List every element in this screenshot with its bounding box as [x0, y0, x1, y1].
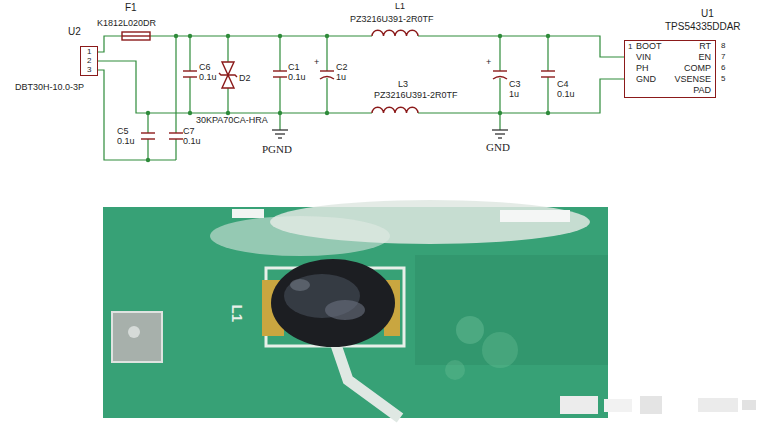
part-ref: L3 — [398, 80, 408, 90]
polarity-mark: + — [486, 58, 491, 68]
pin-number: 6 — [721, 64, 725, 73]
watermark-blur — [560, 396, 756, 414]
pin-name: PH — [636, 64, 649, 74]
part-ref: C5 — [117, 127, 129, 137]
pin-number: 2 — [87, 57, 91, 66]
ground-label: PGND — [262, 143, 292, 155]
part-number: TPS54335DDAR — [665, 21, 741, 32]
pin-number: 5 — [721, 75, 725, 84]
part-ref: F1 — [125, 2, 137, 13]
part-ref: C6 — [199, 63, 211, 73]
value-label: 0.1u — [199, 73, 217, 83]
part-number: DBT30H-10.0-3P — [15, 83, 84, 93]
ic-box: U1TPS54335DDAR1BOOTVINPHGNDRTENCOMPVSENS… — [624, 40, 716, 98]
pin-number: 1 — [87, 48, 91, 57]
ground-symbols — [272, 130, 508, 138]
wires — [98, 36, 624, 160]
part-ref: C3 — [509, 80, 521, 90]
part-number: PZ3216U391-2R0TF — [350, 15, 434, 25]
part-ref: C7 — [183, 127, 195, 137]
value-label: 1u — [336, 73, 346, 83]
polarity-mark: + — [314, 58, 319, 68]
value-label: 0.1u — [117, 137, 135, 147]
part-number: 30KPA70CA-HRA — [196, 116, 268, 126]
part-ref: U1 — [701, 8, 714, 19]
part-number: K1812L020DR — [97, 19, 156, 29]
value-label: 1u — [509, 90, 519, 100]
pin-number: 7 — [721, 53, 725, 62]
pin-name: COMP — [684, 64, 711, 74]
value-label: 0.1u — [288, 73, 306, 83]
junction-dots — [146, 34, 550, 162]
part-ref: D2 — [239, 74, 251, 84]
pin-number: 8 — [721, 42, 725, 51]
component-symbols — [122, 30, 555, 139]
connector-box: U2123DBT30H-10.0-3P — [80, 46, 98, 76]
part-ref: C2 — [336, 63, 348, 73]
pcb-photo — [103, 200, 608, 418]
pin-name: VSENSE — [674, 75, 711, 85]
pin-name: VIN — [636, 53, 651, 63]
pin-name: BOOT — [636, 42, 662, 52]
ground-label: GND — [486, 141, 510, 153]
part-ref: L1 — [395, 2, 405, 12]
part-ref: C4 — [557, 80, 569, 90]
part-number: PZ3216U391-2R0TF — [374, 91, 458, 101]
part-ref: C1 — [288, 63, 300, 73]
pin-name: RT — [699, 42, 711, 52]
value-label: 0.1u — [557, 90, 575, 100]
pin-name: EN — [698, 53, 711, 63]
silkscreen-label: L1 — [229, 304, 246, 322]
value-label: 0.1u — [183, 137, 201, 147]
part-ref: U2 — [68, 26, 81, 37]
pin-name: GND — [636, 75, 656, 85]
pin-name: PAD — [693, 86, 711, 96]
pin-number: 3 — [87, 66, 91, 75]
pin-number: 1 — [628, 43, 632, 52]
